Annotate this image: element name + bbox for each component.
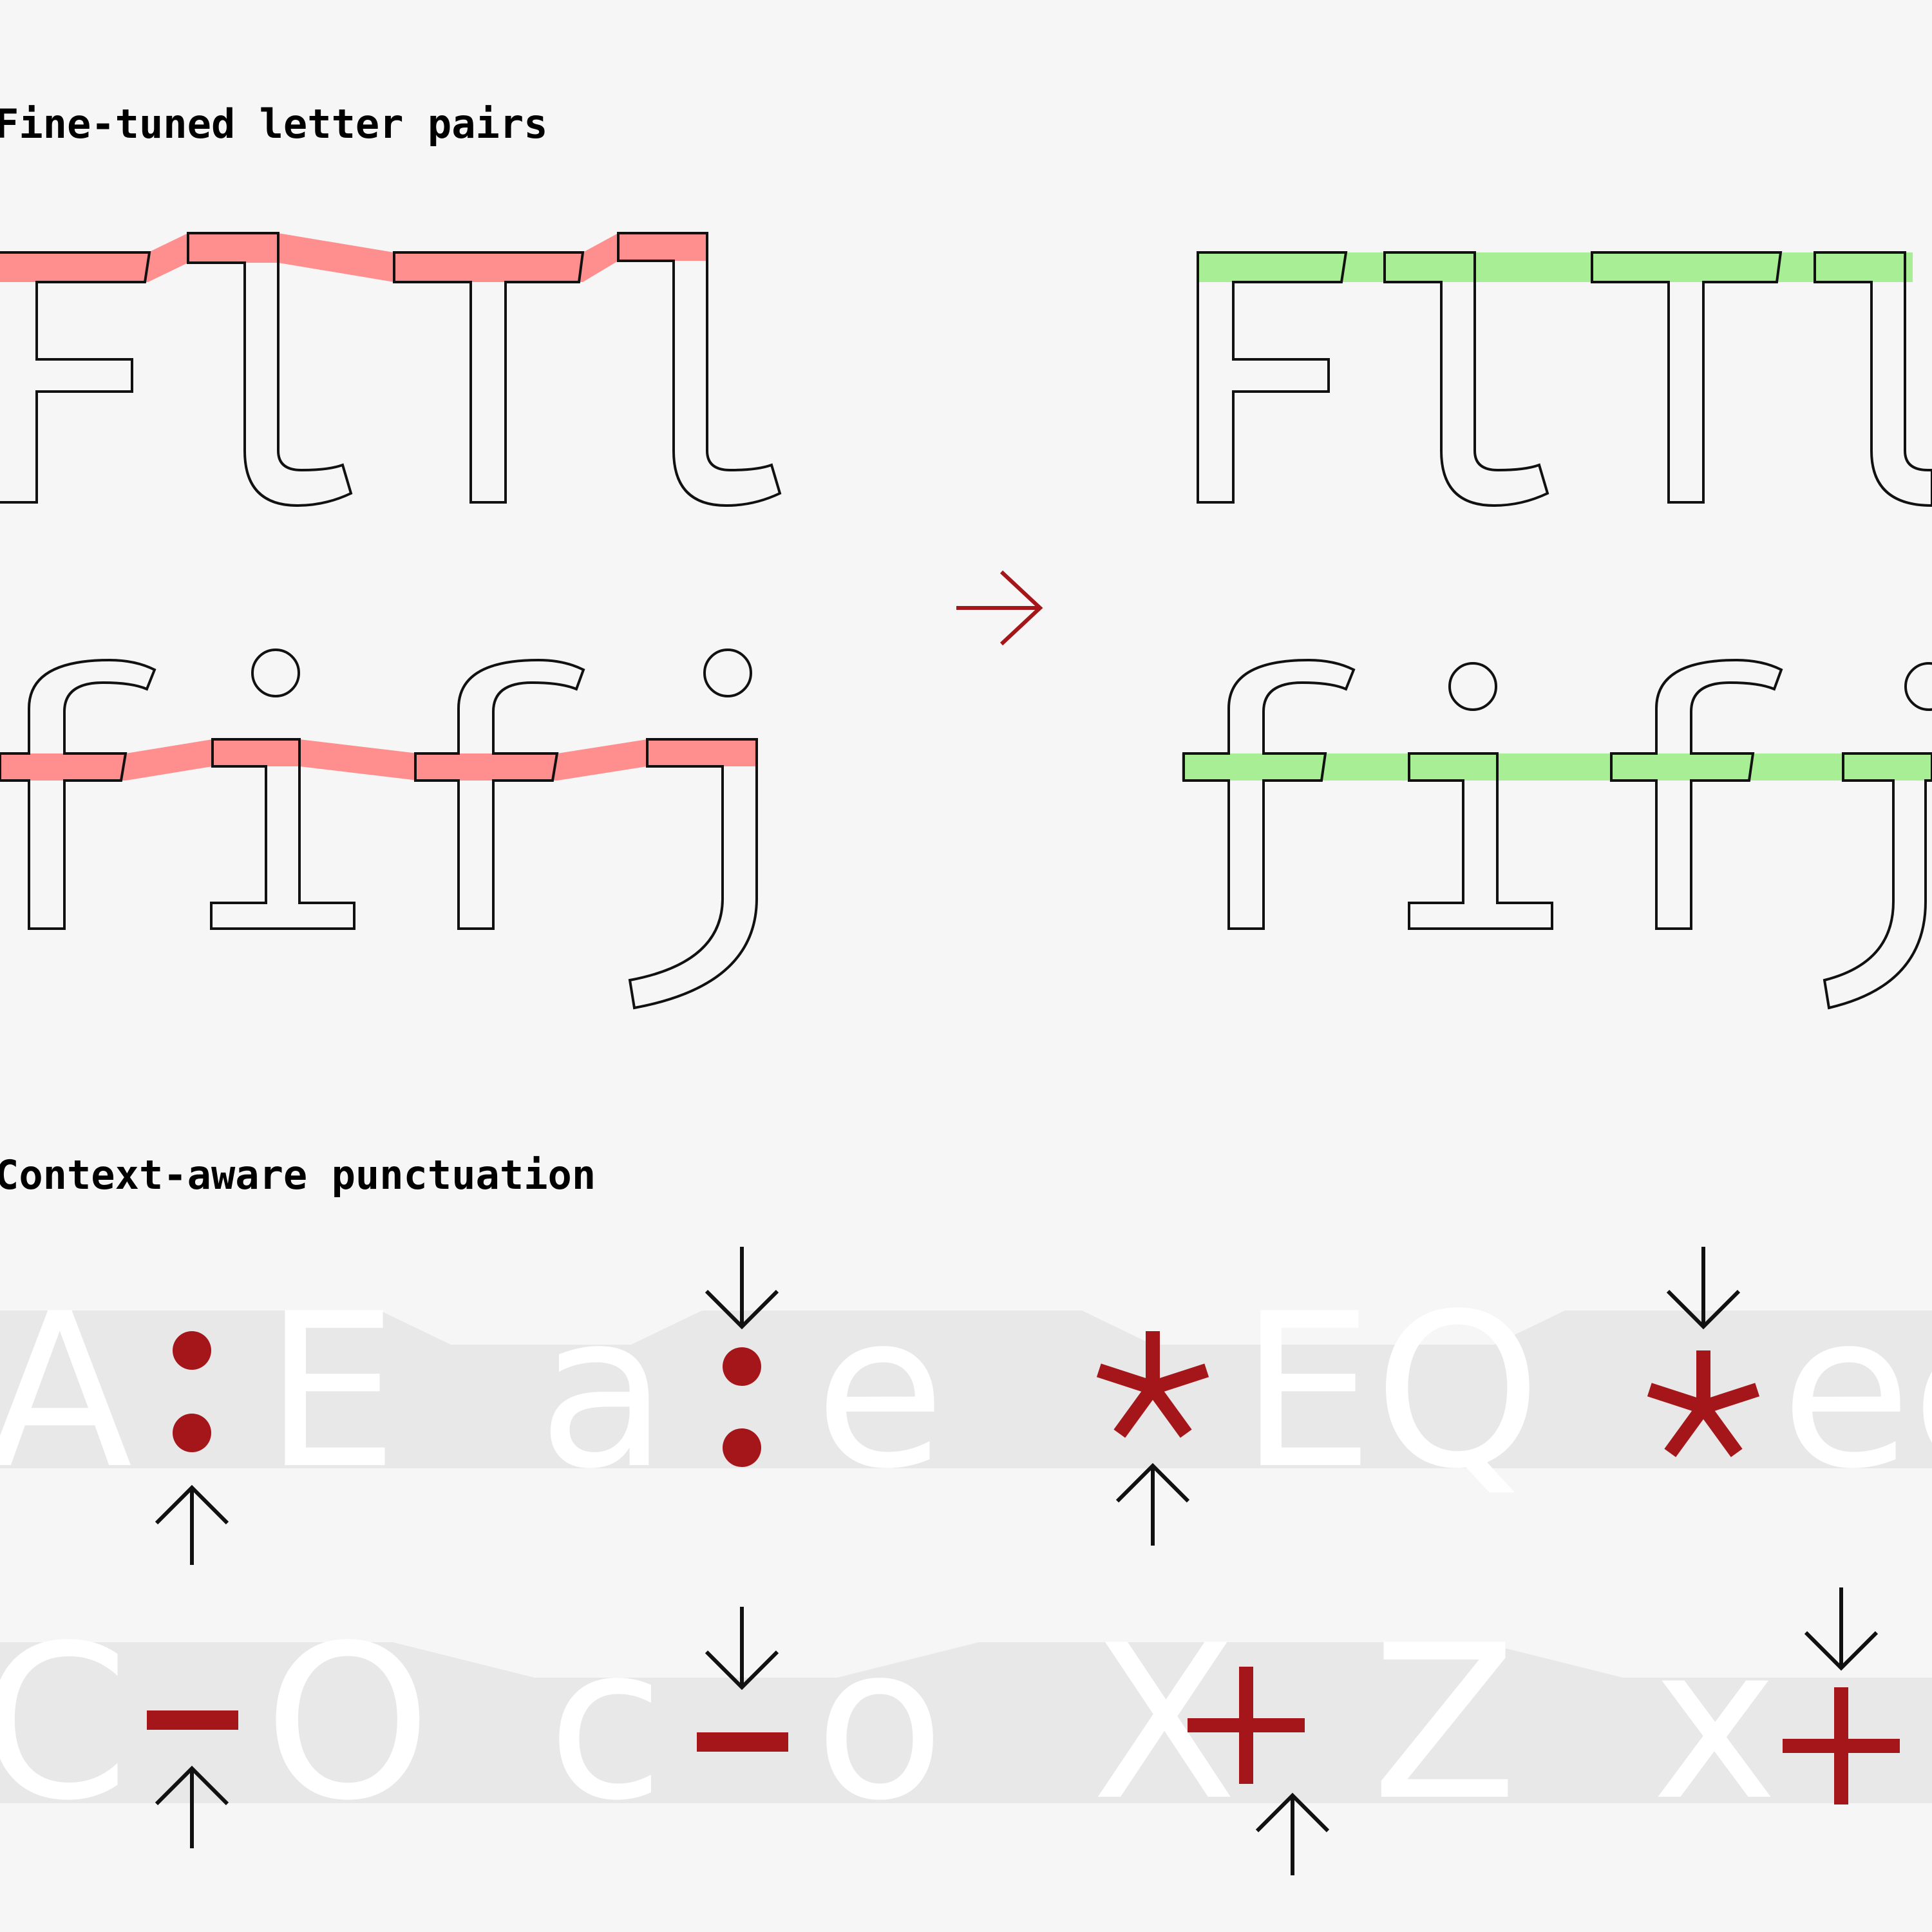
ghost-letter-Z: Z [1372,1600,1517,1847]
hyphen [697,1732,788,1752]
grey-band-row-1 [0,1311,1932,1468]
lowered-plus [1783,1687,1900,1804]
raised-colon-dot-top [173,1331,211,1370]
outline-dot-j-before [703,649,752,697]
ghost-letter-x: x [1652,1600,1777,1847]
outline-glyph-F-after [1197,251,1348,504]
section-heading-letter-pairs: Fine-tuned letter pairs [0,100,548,147]
outline-glyph-j-before [628,738,758,1010]
ghost-letter-a: a [538,1268,668,1515]
outline-glyph-T-before [393,251,585,504]
down-arrow-icon [1666,1247,1741,1330]
raised-hyphen [147,1710,238,1730]
outline-glyph-l2-before [617,232,782,507]
ghost-letter-A: A [0,1268,133,1515]
misaligned-band-row-1 [0,233,707,282]
right-arrow-icon [956,570,1043,646]
raised-colon-dot-bottom [173,1414,211,1452]
up-arrow-icon [1255,1792,1330,1875]
ghost-letters-EQ: EQ [1240,1268,1541,1515]
ghost-letter-C: C [0,1600,129,1847]
outline-glyph-i-before [210,738,355,930]
up-arrow-icon [1115,1463,1190,1546]
outline-dot-j-after [1904,662,1932,711]
letter-pairs-before [0,232,782,1010]
punctuation-row-1: A E a e EQ ee [0,1247,1932,1565]
outline-glyph-F-before [0,251,151,504]
ghost-letter-E: E [264,1268,399,1515]
outline-glyph-f2-before [414,658,585,930]
punctuation-row-2: C O c o X Z x [0,1587,1932,1875]
outline-glyph-f-after [1182,658,1356,930]
ghost-letter-o: o [815,1600,945,1847]
outline-glyph-l2-after [1814,251,1932,507]
letter-pairs-after [1182,251,1932,1010]
outline-glyph-l-after [1383,251,1549,507]
outline-glyph-j-after [1823,752,1932,1010]
outline-glyph-f-before [0,658,156,930]
outline-glyph-l-before [187,232,353,507]
section-heading-punctuation: Context-aware punctuation [0,1151,596,1198]
outline-dot-i-before [251,649,300,697]
colon-dot-bottom [723,1428,761,1467]
misaligned-band-row-2 [0,739,757,781]
down-arrow-icon [705,1607,779,1690]
up-arrow-icon [155,1765,229,1848]
outline-dot-i-after [1448,662,1497,711]
down-arrow-icon [1804,1587,1879,1671]
down-arrow-icon [705,1247,779,1330]
aligned-band-row-2 [1182,753,1932,781]
outline-glyph-f2-after [1610,658,1783,930]
ghost-letters-ee: ee [1781,1268,1932,1515]
ghost-letter-c: c [547,1600,664,1847]
lowered-asterisk [1647,1350,1760,1457]
ghost-letter-O: O [264,1600,431,1847]
outline-glyph-T-after [1591,251,1783,504]
raised-asterisk [1096,1331,1209,1438]
colon-dot-top [723,1347,761,1386]
raised-plus [1188,1667,1305,1784]
aligned-band-row-1 [1197,252,1913,282]
grey-band-row-2 [0,1642,1932,1803]
outline-glyph-i-after [1408,752,1553,930]
up-arrow-icon [155,1484,229,1565]
ghost-letter-e: e [815,1268,945,1515]
